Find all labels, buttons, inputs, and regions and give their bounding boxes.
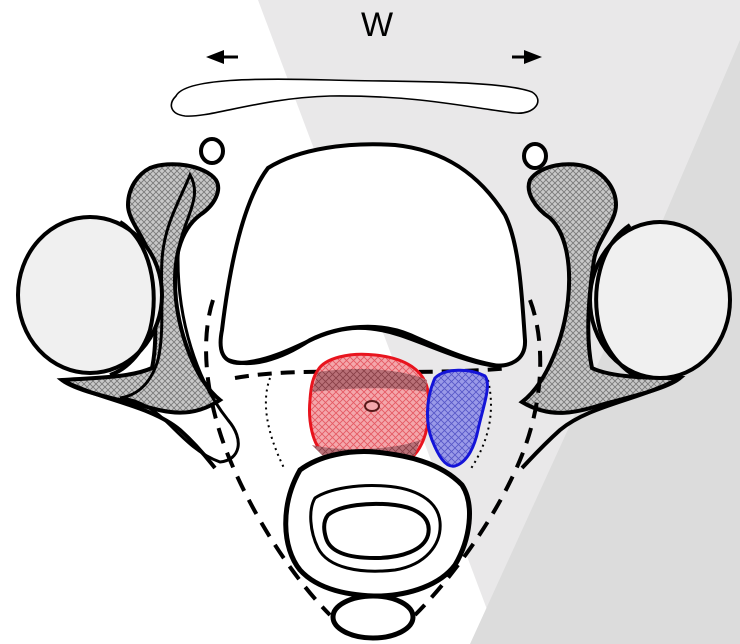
dotted-left-contour [266, 378, 285, 470]
right-small-node [524, 144, 546, 168]
lower-inner-ring [324, 504, 428, 558]
red-region-center-icon [365, 401, 379, 411]
bottom-ellipse [333, 596, 413, 638]
left-small-node [201, 139, 223, 163]
width-label: W [361, 6, 393, 44]
left-arrow-icon [206, 50, 238, 64]
